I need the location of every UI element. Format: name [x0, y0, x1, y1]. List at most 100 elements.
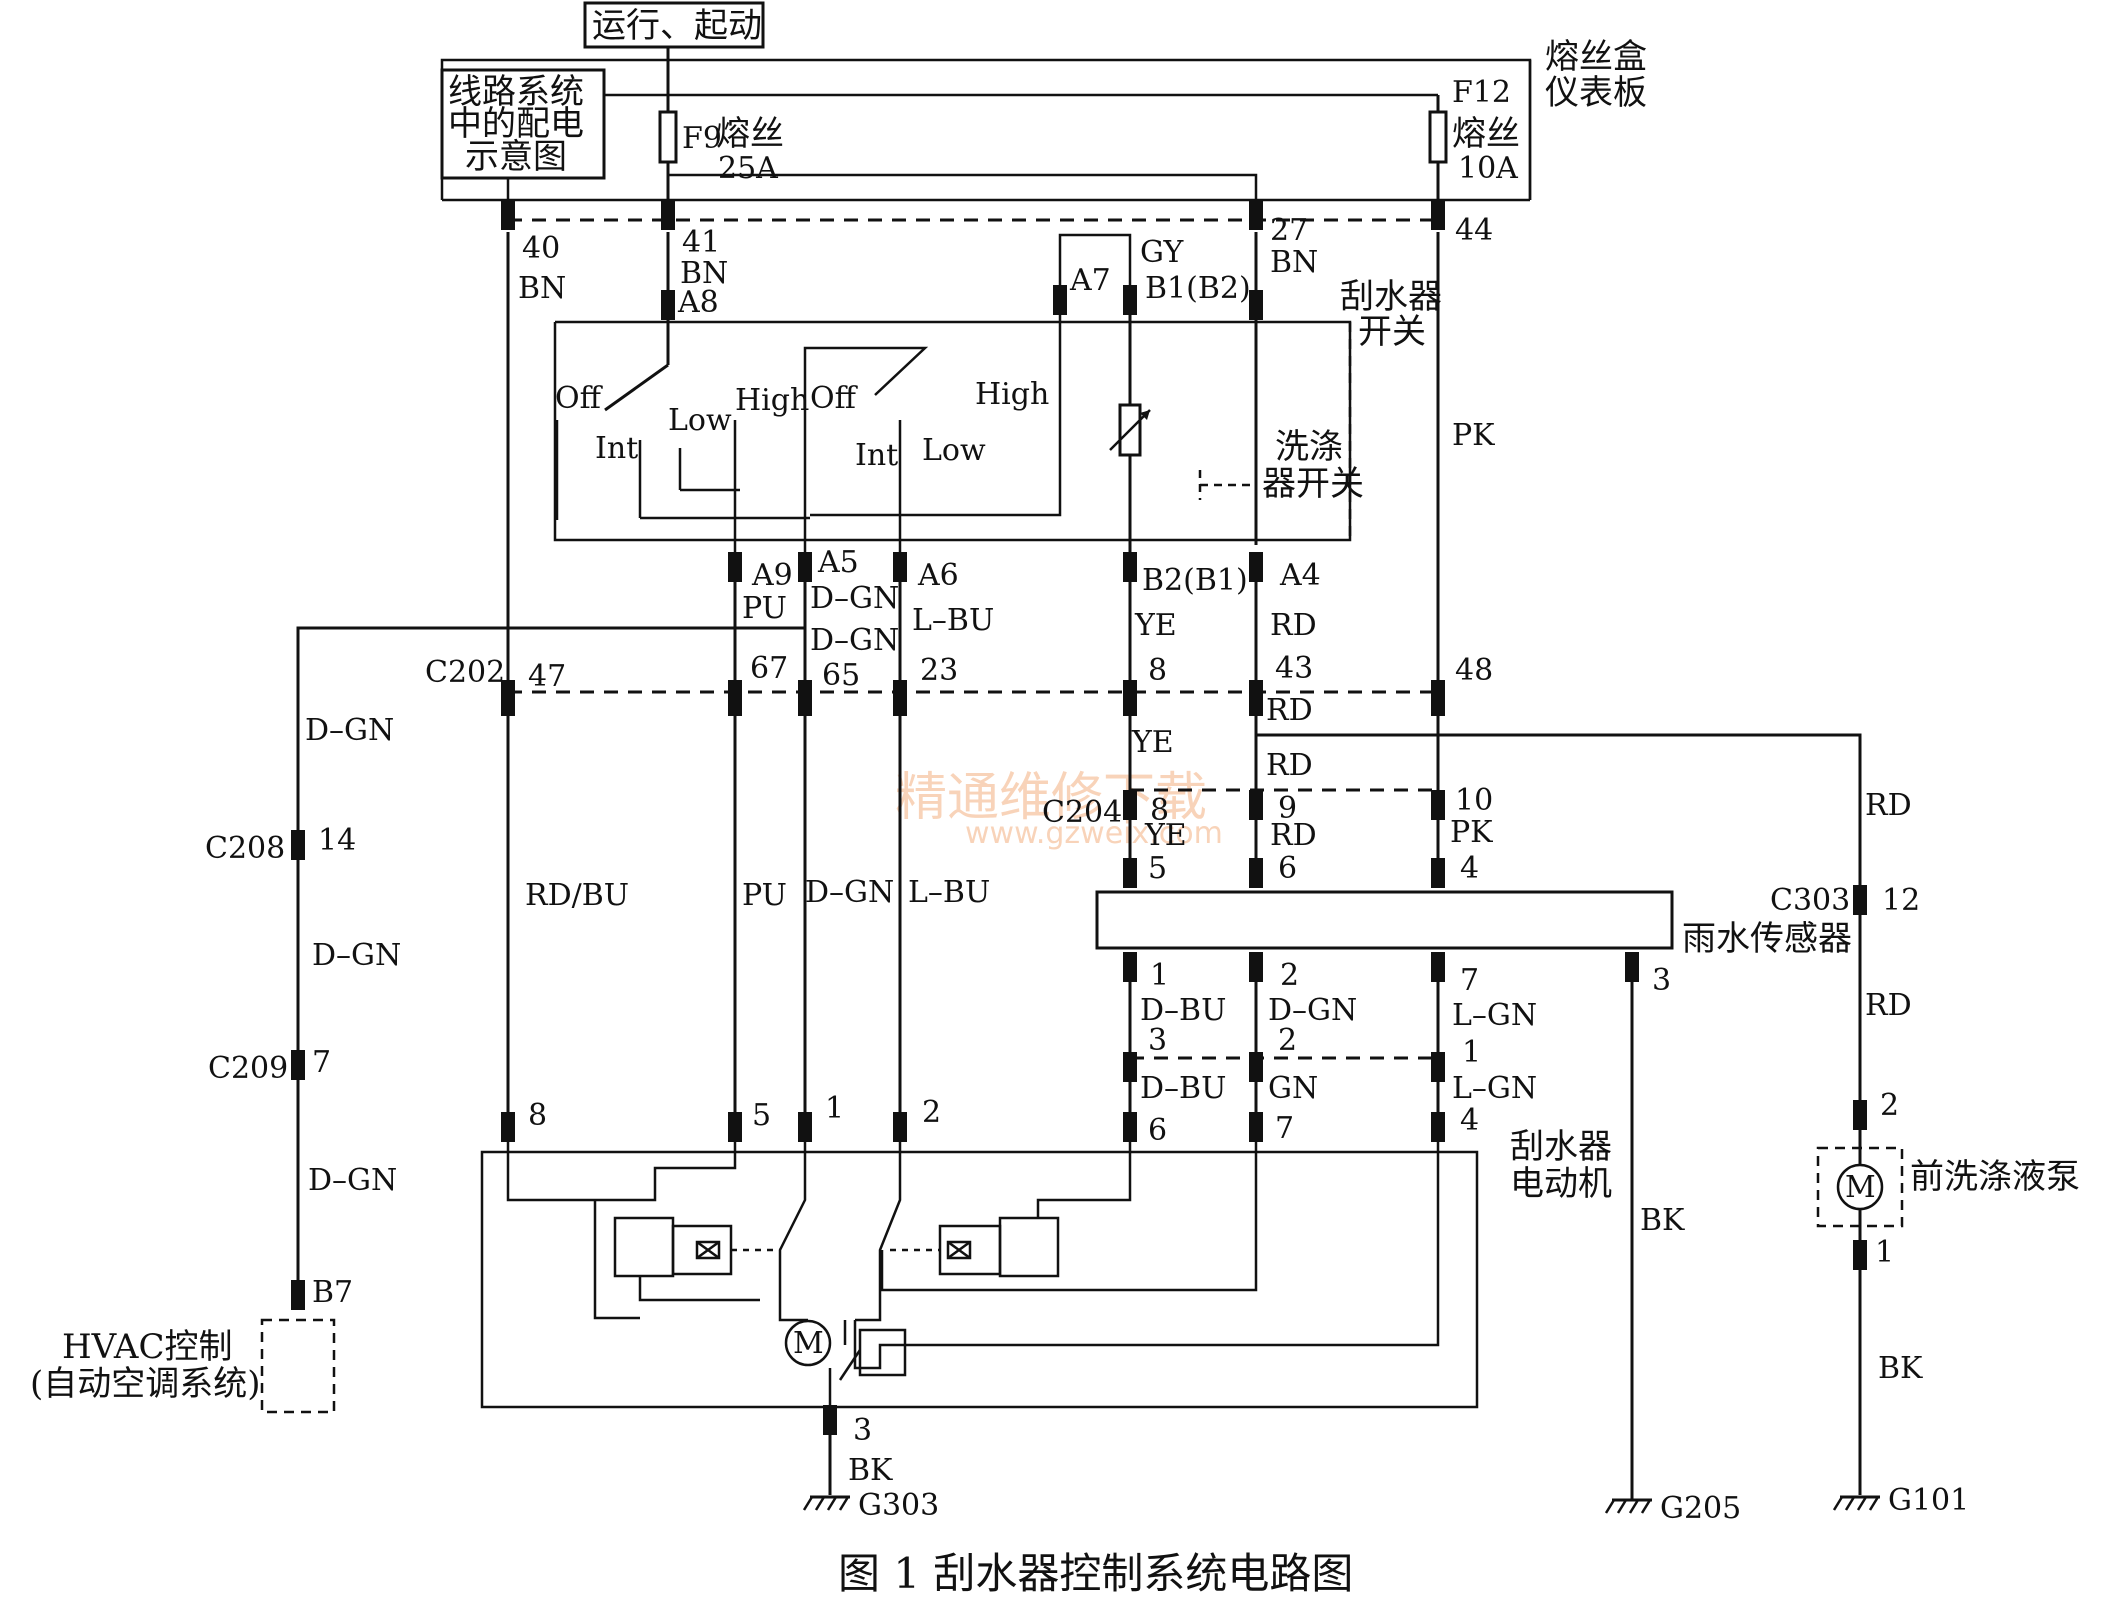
wire-dbu-1: D–BU — [1140, 993, 1226, 1028]
wiper-motor-title-1: 刮水器 — [1510, 1127, 1612, 1167]
wire-ye-c204: YE — [1131, 725, 1174, 760]
c202-label: C202 — [425, 655, 505, 690]
fuse-f12-name: F12 — [1452, 75, 1511, 110]
pin-b1b2: B1(B2) — [1145, 271, 1251, 306]
washer-pump: C303 12 RD 2 M 前洗涤液泵 1 BK — [1770, 883, 2080, 1495]
wire-dgn-sensor: D–GN — [1268, 993, 1357, 1028]
wiper-motor: 8 5 1 2 6 7 4 刮水器 电动机 M — [480, 1091, 1612, 1409]
wire-rd-a4: RD — [1270, 608, 1317, 643]
wire-bk-pump: BK — [1878, 1351, 1923, 1386]
motor-pin-6: 6 — [1148, 1113, 1167, 1148]
wiper-switch-title-2: 开关 — [1358, 312, 1426, 352]
wire-bk-motor: BK — [848, 1453, 893, 1488]
fuse-f12-icon — [1428, 110, 1448, 164]
washer-switch-label-1: 洗涤 — [1275, 427, 1343, 467]
c303-pin: 12 — [1882, 883, 1920, 918]
motor-pin-7: 7 — [1275, 1111, 1294, 1146]
fuse-f9-name: F9 — [682, 121, 722, 156]
wire-dgn-hvac-2: D–GN — [312, 938, 401, 973]
pin-a6: A6 — [917, 558, 959, 593]
wire-lbu-a6: L–BU — [912, 603, 994, 638]
wiper-switch-bottom-pins: A9 A5 A6 B2(B1) A4 — [728, 545, 1321, 598]
c204-pin-9: 9 — [1278, 791, 1297, 826]
relay-coil-right-icon — [946, 1240, 972, 1260]
pin-a4: A4 — [1279, 558, 1321, 593]
sensor-top-pin-5: 5 — [1148, 851, 1167, 886]
power-dist-label-2: 中的配电 — [448, 104, 584, 144]
fuse-box-pins: 40 41 27 44 — [501, 200, 1493, 266]
wire-rd-sensor: RD — [1270, 818, 1317, 853]
wire-rd-pump-2: RD — [1865, 988, 1912, 1023]
figure-caption: 图 1 刮水器控制系统电路图 — [838, 1549, 1353, 1598]
pin-a7: A7 — [1069, 263, 1111, 298]
wire-lbu-lower: L–BU — [908, 875, 990, 910]
sensor-bot-pin-7: 7 — [1460, 963, 1479, 998]
wire-pk-sensor: PK — [1450, 815, 1493, 850]
pin-a9: A9 — [751, 558, 793, 593]
ground-g101: G101 — [1832, 1483, 1969, 1518]
motor-pin-8: 8 — [528, 1098, 547, 1133]
wire-pu-lower: PU — [742, 878, 787, 913]
fuse-box: 熔丝盒 仪表板 线路系统 中的配电 示意图 F9 熔丝 25A F12 熔丝 1… — [440, 37, 1647, 205]
sensor-top-pin-4: 4 — [1460, 851, 1479, 886]
pos-int-1: Int — [595, 431, 638, 466]
pin-b2b1: B2(B1) — [1142, 563, 1248, 598]
sensor-ground-pin: 3 — [1652, 963, 1671, 998]
pos-low-2: Low — [922, 433, 986, 468]
pos-high-2: High — [975, 377, 1049, 412]
wire-pu-a9: PU — [742, 591, 787, 626]
fuse-f9-icon — [658, 110, 678, 164]
wire-rd-pump-1: RD — [1865, 788, 1912, 823]
c202-pin-23: 23 — [920, 653, 958, 688]
wiper-motor-title-2: 电动机 — [1510, 1164, 1612, 1204]
lower-conn-pin-3: 3 — [1148, 1023, 1167, 1058]
wiper-motor-symbol: M — [793, 1326, 824, 1361]
c209-label: C209 — [208, 1051, 288, 1086]
fuse-box-title-2: 仪表板 — [1545, 73, 1647, 113]
c204-pin-8: 8 — [1150, 793, 1169, 828]
wire-bn-41: BN — [680, 256, 728, 291]
relay-coil-left-icon — [695, 1240, 721, 1260]
wire-bk-sensor: BK — [1640, 1203, 1685, 1238]
fuse-pin-41: 41 — [682, 225, 720, 260]
wire-bn-40: BN — [518, 271, 566, 306]
wiper-switch-title-1: 刮水器 — [1340, 277, 1442, 317]
power-dist-label-1: 线路系统 — [448, 72, 584, 112]
pump-pin-top: 2 — [1880, 1088, 1899, 1123]
ground-g303-label: G303 — [858, 1488, 939, 1523]
connector-c202: C202 47 67 65 23 8 43 48 — [425, 651, 1493, 716]
ground-g101-label: G101 — [1888, 1483, 1969, 1518]
fuse-f9-rating: 25A — [718, 151, 778, 186]
c202-pin-43: 43 — [1275, 651, 1313, 686]
wiper-switch: 刮水器 开关 A8 Off Int Low High Off Int Low H… — [553, 233, 1442, 555]
fuse-pin-27: 27 — [1270, 213, 1308, 248]
c303-label: C303 — [1770, 883, 1850, 918]
wiper-motor-m-icon — [784, 1319, 832, 1367]
motor-ground-pin: 3 — [853, 1413, 872, 1448]
hvac-label-2: (自动空调系统) — [30, 1364, 261, 1404]
wire-dgn-a5: D–GN — [810, 581, 899, 616]
hvac-branch: D–GN C208 14 D–GN C209 7 D–GN B7 HVAC控制 … — [30, 628, 401, 1414]
fuse-pin-44: 44 — [1455, 213, 1493, 248]
washer-pump-symbol: M — [1845, 1170, 1876, 1205]
motor-pin-4: 4 — [1460, 1103, 1479, 1138]
pump-pin-bottom: 1 — [1875, 1235, 1894, 1270]
hvac-label-1: HVAC控制 — [62, 1327, 232, 1367]
washer-switch-label-2: 器开关 — [1262, 464, 1364, 504]
power-dist-label-3: 示意图 — [465, 137, 567, 177]
wire-ye-sensor: YE — [1144, 818, 1187, 853]
watermark-url: www.gzweix.com — [965, 816, 1223, 851]
motor-pin-2: 2 — [922, 1095, 941, 1130]
ground-g303: 3 BK G303 — [802, 1405, 939, 1523]
wire-lgn-2: L–GN — [1452, 1071, 1537, 1106]
wire-rd-2: RD — [1266, 748, 1313, 783]
sensor-bot-pin-1: 1 — [1150, 958, 1169, 993]
c204-pin-10: 10 — [1455, 783, 1493, 818]
connector-c204: C204 8 9 10 — [1042, 783, 1493, 830]
wire-pk-44: PK — [1452, 418, 1495, 453]
fuse-f12-rating: 10A — [1458, 151, 1518, 186]
watermark-cn: 精通维修下载 — [895, 768, 1207, 828]
motor-pin-5: 5 — [752, 1098, 771, 1133]
wire-ye-b2: YE — [1134, 608, 1177, 643]
